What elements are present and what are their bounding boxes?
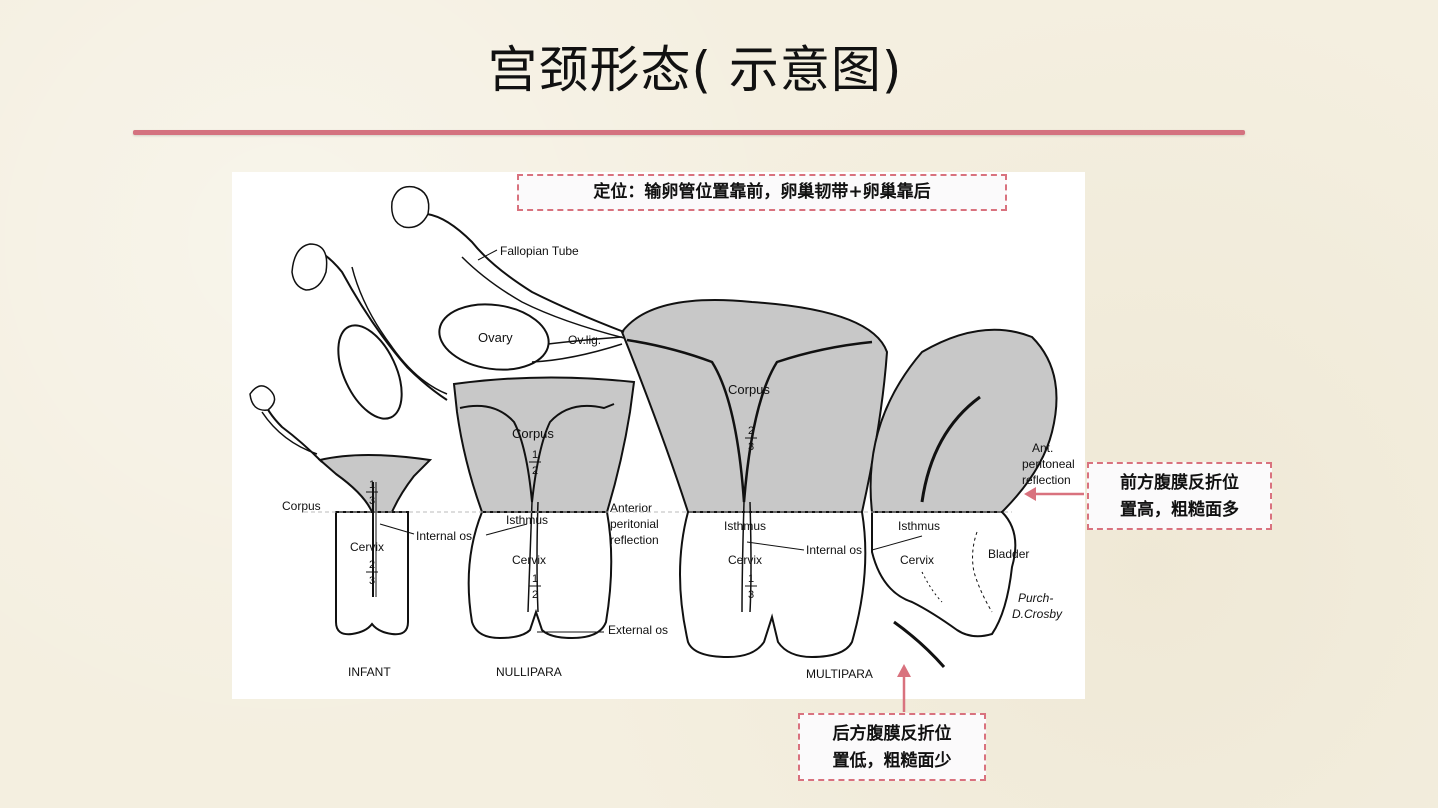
posterior-arrow-head xyxy=(897,664,911,677)
anterior-arrow-head xyxy=(1024,487,1036,501)
